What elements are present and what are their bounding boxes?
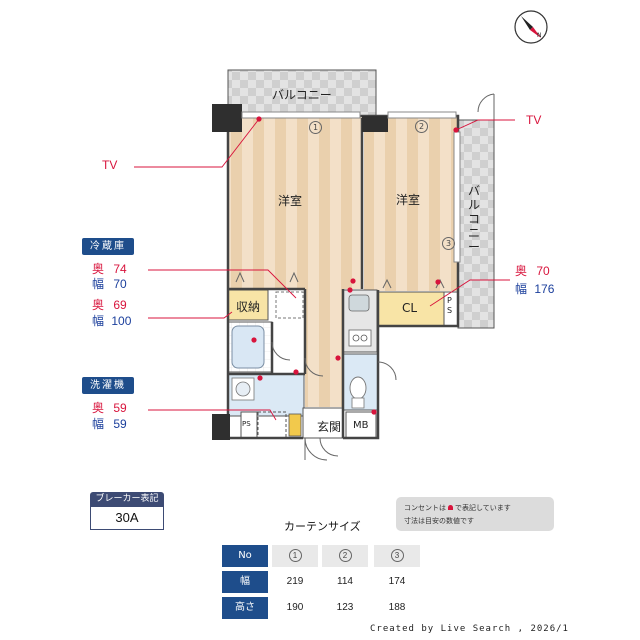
washer-badge: 洗濯機 (82, 377, 134, 394)
tv-label-right: TV (526, 113, 542, 127)
curtain-col-3: 3 (374, 545, 420, 567)
hall-floor (305, 289, 343, 407)
curtain-width-3: 174 (374, 571, 420, 593)
mb-label: MB (353, 420, 369, 431)
legend-note: コンセントはで表記しています 寸法は目安の数値です (396, 497, 554, 531)
window-mark-1: 1 (309, 121, 322, 134)
note-line-2: 寸法は目安の数値です (404, 517, 474, 525)
balcony-top-label: バルコニー (272, 88, 332, 102)
closet-label: CL (402, 301, 418, 315)
tv-label-left: TV (102, 158, 118, 172)
curtain-width-1: 219 (272, 571, 318, 593)
room-2-label: 洋室 (396, 193, 421, 207)
fridge-width-2: 幅 100 (92, 314, 132, 328)
room-1-label: 洋室 (278, 194, 303, 208)
closet (377, 291, 445, 327)
window-mark-3: 3 (442, 237, 455, 250)
curtain-title: カーテンサイズ (284, 520, 361, 533)
storage-dashed (275, 291, 304, 319)
floor-plan (134, 69, 515, 461)
ps-right-label: PS (447, 296, 453, 315)
curtain-height-1: 190 (272, 597, 318, 619)
svg-text:N: N (537, 32, 542, 39)
ps-left-label: PS (242, 420, 251, 428)
fridge-depth-1: 奥 74 (92, 262, 127, 276)
closet-depth: 奥 70 (515, 264, 550, 278)
entrance-label: 玄関 (317, 420, 342, 434)
breaker-label: ブレーカー表記 (90, 492, 164, 506)
curtain-height-2: 123 (322, 597, 368, 619)
mb-box (345, 411, 377, 439)
balcony-right (457, 119, 495, 329)
footer-credit: Created by Live Search , 2026/1 (370, 624, 569, 634)
entrance (302, 407, 344, 439)
compass-icon: N (514, 10, 548, 44)
fridge-width-1: 幅 70 (92, 277, 127, 291)
washer-width: 幅 59 (92, 417, 127, 431)
room-1-floor (228, 117, 362, 289)
curtain-row-height-label: 高さ (222, 597, 268, 619)
note-line-1: コンセントはで表記しています (404, 504, 511, 512)
fridge-badge: 冷蔵庫 (82, 238, 134, 255)
outlet-icon (448, 505, 453, 510)
curtain-height-3: 188 (374, 597, 420, 619)
closet-width: 幅 176 (515, 282, 555, 296)
curtain-col-1: 1 (272, 545, 318, 567)
breaker-box: ブレーカー表記 30A (90, 492, 164, 530)
breaker-value: 30A (90, 506, 164, 530)
curtain-width-2: 114 (322, 571, 368, 593)
curtain-col-2: 2 (322, 545, 368, 567)
washer-depth: 奥 59 (92, 401, 127, 415)
room-2-floor (364, 117, 459, 291)
balcony-top (227, 69, 377, 117)
storage-label: 収納 (236, 300, 261, 314)
curtain-header-no: No (222, 545, 268, 567)
fridge-depth-2: 奥 69 (92, 298, 127, 312)
curtain-row-width-label: 幅 (222, 571, 268, 593)
window-mark-2: 2 (415, 120, 428, 133)
balcony-right-label: バルコニー (468, 184, 481, 254)
